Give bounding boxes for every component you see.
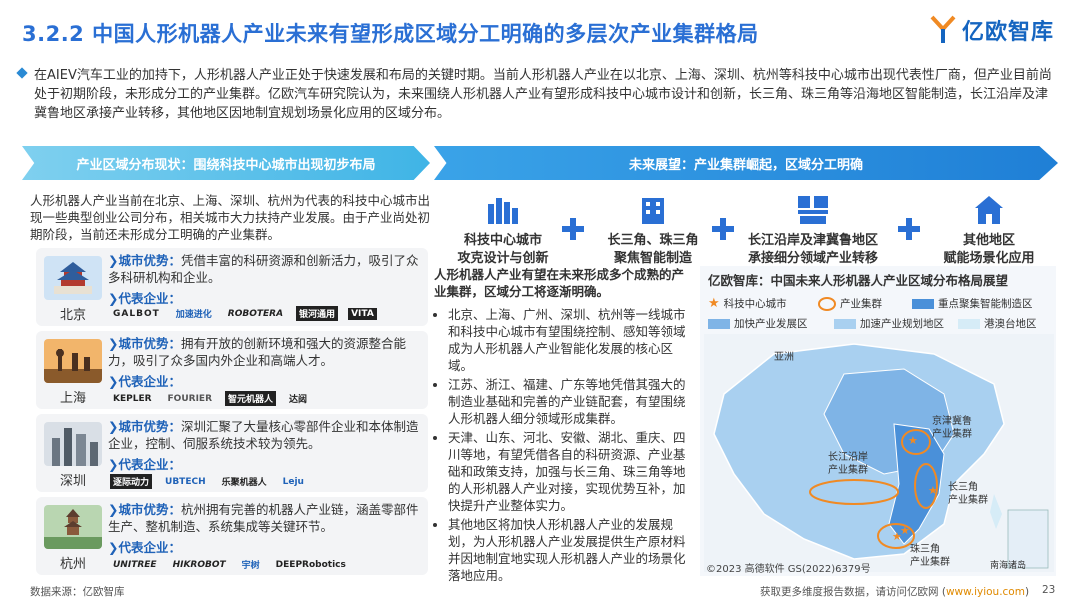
logo-booster: 加速进化 — [175, 310, 212, 320]
logo-galbot: GALBOT — [113, 308, 160, 319]
feature-other-regions: 其他地区 赋能场景化应用 — [924, 194, 1054, 268]
city-advantage: ❯城市优势：凭借丰富的科研资源和创新活力，吸引了众多科研机构和企业。 — [108, 253, 419, 285]
svg-text:产业集群: 产业集群 — [932, 427, 972, 440]
future-bullets: 北京、上海、广州、深圳、杭州等一线城市和科技中心城市有望围绕控制、感知等领域成为… — [434, 306, 696, 584]
map-label-yangtze: 长江沿岸 — [828, 451, 868, 463]
map-copyright: ©2023 高德软件 GS(2022)6379号 — [706, 564, 871, 575]
logo-text: 亿欧智库 — [961, 20, 1054, 45]
map-label-sea: 南海诸岛 — [990, 559, 1026, 571]
intro-paragraph: 在AIEV汽车工业的加持下，人形机器人产业正处于快速发展和布局的关键时期。当前人… — [16, 66, 1054, 123]
banner-future-outlook: 未来展望：产业集群崛起，区域分工明确 — [434, 146, 1058, 180]
map-label-asia: 亚洲 — [774, 351, 794, 363]
enterprise-logos: GALBOT 加速进化 ROBOTERA 银河通用 VITA — [110, 306, 377, 321]
legend-manufacturing: 重点聚集智能制造区 — [912, 296, 1033, 311]
enterprise-logos: KEPLER FOURIER 智元机器人 达闼 — [110, 391, 310, 406]
star-icon: ★ — [928, 484, 938, 497]
data-source: 数据来源：亿欧智库 — [30, 586, 125, 598]
enterprise-label: ❯代表企业： — [108, 291, 181, 306]
city-name: 杭州 — [59, 557, 86, 572]
logo-unitree: UNITREE — [113, 559, 157, 570]
shanghai-skyline-icon — [44, 339, 102, 383]
legend-cluster: 产业集群 — [818, 296, 882, 311]
svg-text:产业集群: 产业集群 — [828, 463, 868, 476]
star-icon: ★ — [892, 530, 902, 543]
enterprise-label: ❯代表企业： — [108, 540, 181, 555]
city-name: 深圳 — [59, 474, 86, 489]
factory-building-icon — [642, 198, 664, 224]
legend-planning: 加速产业规划地区 — [834, 316, 944, 331]
left-intro-text: 人形机器人产业当前在北京、上海、深圳、杭州为代表的科技中心城市出现一些典型创业公… — [30, 193, 431, 242]
feature-yrd-prd: 长三角、珠三角 聚焦智能制造 — [588, 194, 718, 268]
plus-icon — [562, 218, 584, 240]
page-number: 23 — [1042, 584, 1056, 596]
logo-ubtech: UBTECH — [165, 476, 206, 487]
logo-robotera: ROBOTERA — [227, 308, 284, 319]
logo-kepler: KEPLER — [113, 393, 152, 404]
list-item: 江苏、浙江、福建、广东等地凭借其强大的制造业基础和完善的产业链配套，有望围绕人形… — [448, 376, 696, 427]
logo-deeprobotics: DEEPRobotics — [275, 559, 346, 570]
ring-icon — [818, 296, 836, 311]
city-advantage: ❯城市优势：杭州拥有完善的机器人产业链，涵盖零部件生产、整机制造、系统集成等关键… — [108, 502, 419, 534]
china-map: ★ ★ ★ ★ 亚洲 京津冀鲁 产业集群 长江沿岸 产业集群 长三角 产业集群 … — [704, 334, 1054, 572]
list-item: 天津、山东、河北、安徽、湖北、重庆、四川等地，有望凭借各自的科研资源、产业基础和… — [448, 429, 696, 514]
logo-agibot: 智元机器人 — [225, 391, 277, 406]
city-card-beijing: 北京 ❯城市优势：凭借丰富的科研资源和创新活力，吸引了众多科研机构和企业。 ❯代… — [36, 248, 428, 326]
banner-current-status: 产业区域分布现状：围绕科技中心城市出现初步布局 — [22, 146, 430, 180]
legend-tech-city: ★科技中心城市 — [708, 296, 787, 311]
svg-text:产业集群: 产业集群 — [910, 555, 950, 568]
star-icon: ★ — [908, 434, 918, 447]
logo-hikrobot: HIKROBOT — [172, 559, 226, 570]
legend-hk-macau-tw: 港澳台地区 — [958, 316, 1037, 331]
plus-icon — [712, 218, 734, 240]
logo-vita: VITA — [348, 307, 377, 320]
city-name: 北京 — [59, 308, 86, 323]
map-label-prd: 珠三角 — [910, 542, 940, 555]
page-title: 3.2.2 中国人形机器人产业未来有望形成区域分工明确的多层次产业集群格局 — [22, 22, 759, 46]
logo-leju-en: Leju — [282, 476, 304, 487]
map-label-jingjin: 京津冀鲁 — [932, 414, 972, 427]
map-label-yrd: 长三角 — [948, 481, 978, 493]
list-item: 其他地区将加快人形机器人产业的发展规划，为人形机器人产业发展提供生产原材料并因地… — [448, 516, 696, 584]
logo-cloudminds: 达闼 — [289, 395, 308, 405]
logo-leju: 乐聚机器人 — [221, 478, 267, 488]
star-icon: ★ — [708, 296, 720, 311]
city-card-shanghai: 上海 ❯城市优势：拥有开放的创新环境和强大的资源整合能力，吸引了众多国内外企业和… — [36, 331, 428, 409]
yiou-logo-icon — [930, 15, 956, 43]
footer-more: 获取更多维度报告数据，请访问亿欧网 (www.iyiou.com) — [760, 586, 1030, 598]
brand-logo: 亿欧智库 — [930, 14, 1054, 46]
svg-text:产业集群: 产业集群 — [948, 493, 988, 506]
website-link[interactable]: www.iyiou.com — [945, 586, 1025, 598]
logo-galaxy: 银河通用 — [296, 306, 339, 321]
list-item: 北京、上海、广州、深圳、杭州等一线城市和科技中心城市有望围绕控制、感知等领域成为… — [448, 306, 696, 374]
city-card-hangzhou: 杭州 ❯城市优势：杭州拥有完善的机器人产业链，涵盖零部件生产、整机制造、系统集成… — [36, 497, 428, 575]
city-name: 上海 — [59, 391, 86, 406]
enterprise-label: ❯代表企业： — [108, 374, 181, 389]
logo-limx: 逐际动力 — [110, 474, 153, 489]
enterprise-label: ❯代表企业： — [108, 457, 181, 472]
enterprise-logos: UNITREE HIKROBOT 宇树 DEEPRobotics — [110, 557, 349, 572]
feature-tech-cities: 科技中心城市 攻克设计与创新 — [438, 194, 568, 268]
future-lead: 人形机器人产业有望在未来形成多个成熟的产业集群，区域分工将逐渐明确。 — [434, 267, 685, 299]
enterprise-logos: 逐际动力 UBTECH 乐聚机器人 Leju — [110, 474, 307, 489]
diamond-bullet-icon — [16, 67, 28, 79]
temple-of-heaven-icon — [44, 256, 102, 300]
legend-accelerate-dev: 加快产业发展区 — [708, 316, 808, 331]
house-icon — [975, 196, 1003, 224]
shenzhen-skyline-icon — [44, 422, 102, 466]
logo-fourier: FOURIER — [167, 393, 212, 404]
feature-yangtze-jjl: 长江沿岸及津冀鲁地区 承接细分领域产业转移 — [738, 194, 888, 268]
star-icon: ★ — [900, 524, 910, 537]
city-buildings-icon — [488, 198, 518, 224]
logo-yushu: 宇树 — [241, 561, 260, 571]
city-card-shenzhen: 深圳 ❯城市优势：深圳汇聚了大量核心零部件企业和本体制造企业，控制、伺服系统技术… — [36, 414, 428, 492]
city-advantage: ❯城市优势：拥有开放的创新环境和强大的资源整合能力，吸引了众多国内外企业和高端人… — [108, 336, 407, 368]
future-description: 人形机器人产业有望在未来形成多个成熟的产业集群，区域分工将逐渐明确。 北京、上海… — [434, 266, 696, 586]
map-title: 亿欧智库：中国未来人形机器人产业区域分布格局展望 — [708, 273, 1009, 288]
plus-icon — [898, 218, 920, 240]
hangzhou-pagoda-icon — [44, 505, 102, 549]
city-advantage: ❯城市优势：深圳汇聚了大量核心零部件企业和本体制造企业，控制、伺服系统技术较为领… — [108, 419, 419, 451]
industrial-park-icon — [798, 196, 828, 224]
